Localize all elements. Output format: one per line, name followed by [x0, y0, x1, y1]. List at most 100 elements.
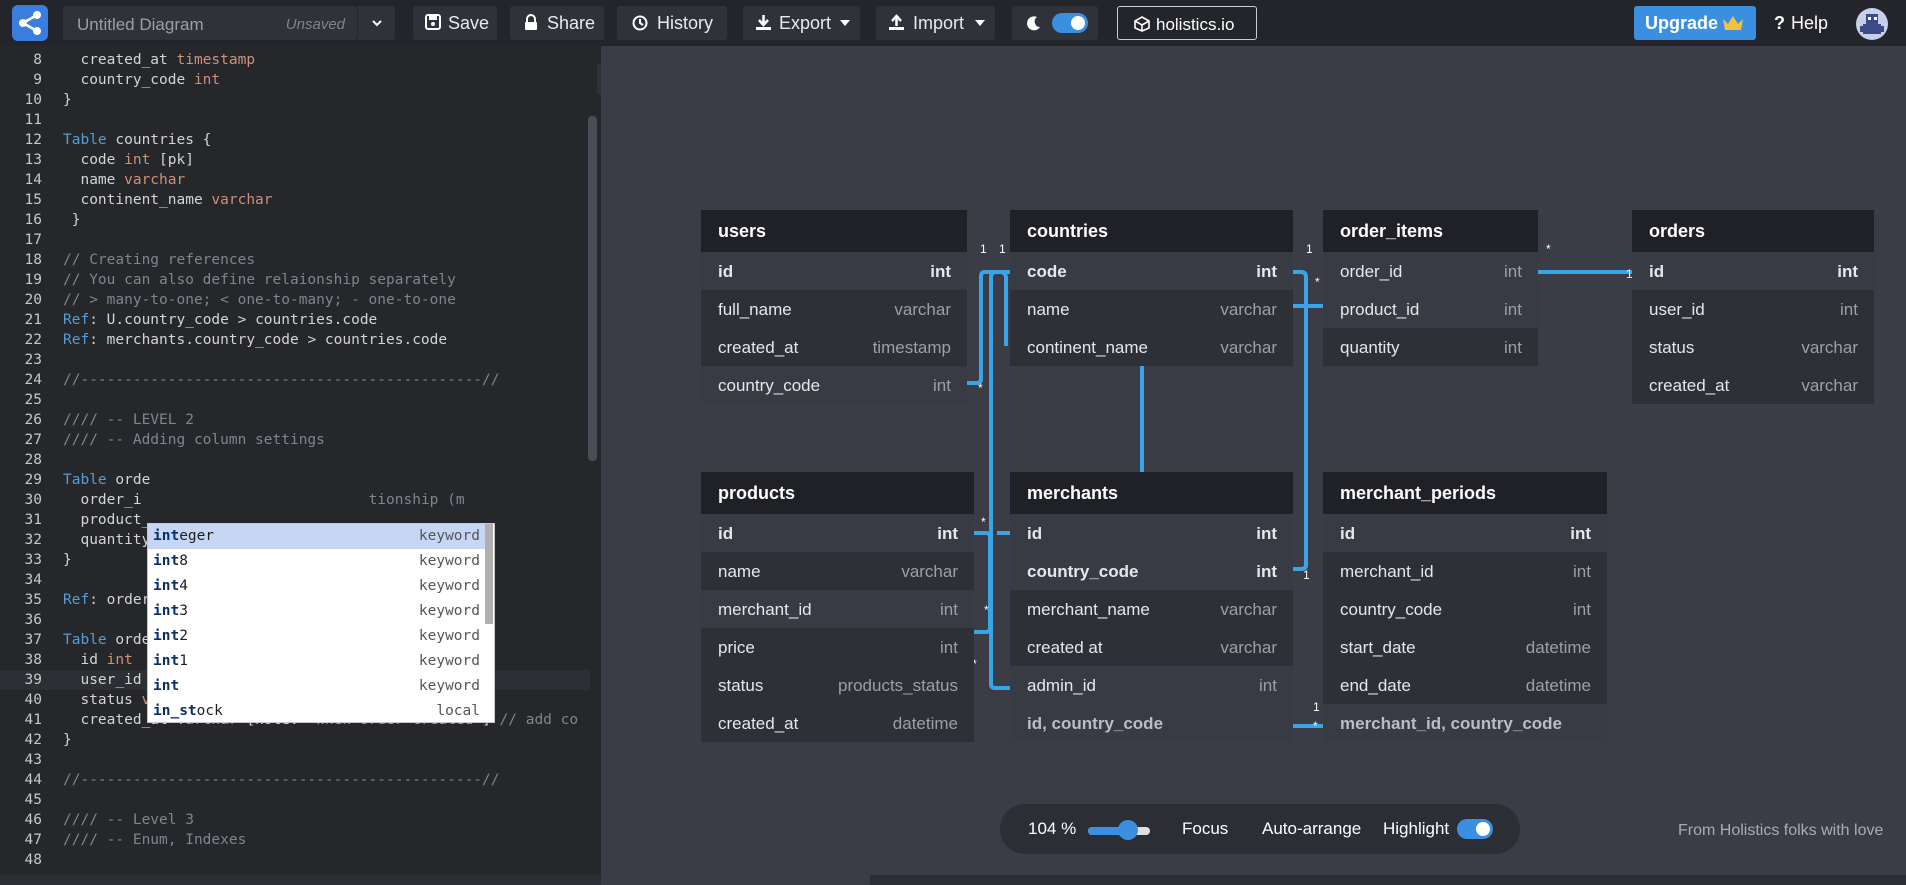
table-header[interactable]: order_items	[1323, 210, 1538, 252]
code-line[interactable]: 8 created_at timestamp	[0, 50, 590, 70]
code-line[interactable]: 14 name varchar	[0, 170, 590, 190]
table-header[interactable]: products	[701, 472, 974, 514]
code-line[interactable]: 18// Creating references	[0, 250, 590, 270]
code-line[interactable]: 38 id int	[0, 650, 590, 670]
code-line[interactable]: 25	[0, 390, 590, 410]
code-line[interactable]: 44//------------------------------------…	[0, 770, 590, 790]
code-line[interactable]: 36	[0, 610, 590, 630]
code-line[interactable]: 30 order_i tionship (m	[0, 490, 590, 510]
autocomplete-scrollbar[interactable]	[485, 524, 493, 624]
code-line[interactable]: 15 continent_name varchar	[0, 190, 590, 210]
table-header[interactable]: merchant_periods	[1323, 472, 1607, 514]
table-header[interactable]: orders	[1632, 210, 1874, 252]
code-line[interactable]: 23	[0, 350, 590, 370]
dark-mode-toggle[interactable]	[1012, 6, 1098, 40]
code-line[interactable]: 45	[0, 790, 590, 810]
code-line[interactable]: 34	[0, 570, 590, 590]
code-line[interactable]: 33}	[0, 550, 590, 570]
editor-horizontal-scrollbar[interactable]	[0, 875, 601, 885]
diagram-title-field[interactable]: Untitled Diagram Unsaved	[63, 6, 357, 40]
dark-mode-switch[interactable]	[1052, 13, 1088, 33]
code-line[interactable]: 47//// -- Enum, Indexes	[0, 830, 590, 850]
code-line[interactable]: 16 }	[0, 210, 590, 230]
auto-arrange-button[interactable]: Auto-arrange	[1262, 819, 1362, 838]
canvas-horizontal-scrollbar[interactable]	[870, 875, 1906, 885]
focus-button[interactable]: Focus	[1182, 819, 1229, 838]
app-logo[interactable]	[12, 5, 48, 41]
code-line[interactable]: 10}	[0, 90, 590, 110]
import-button[interactable]: Import	[876, 6, 995, 40]
history-button[interactable]: History	[617, 6, 727, 40]
code-line[interactable]: 20// > many-to-one; < one-to-many; - one…	[0, 290, 590, 310]
code-line[interactable]: 42}	[0, 730, 590, 750]
share-button[interactable]: Share	[510, 6, 604, 40]
table-field[interactable]: id, country_code	[1010, 704, 1293, 742]
code-line[interactable]: 48	[0, 850, 590, 870]
code-line[interactable]: 9 country_code int	[0, 70, 590, 90]
table-field[interactable]: merchant_id, country_code	[1323, 704, 1607, 742]
upgrade-button[interactable]: Upgrade	[1634, 6, 1756, 40]
save-button[interactable]: Save	[413, 6, 497, 40]
code-line[interactable]: 26//// -- LEVEL 2	[0, 410, 590, 430]
table-header[interactable]: users	[701, 210, 967, 252]
code-line[interactable]: 13 code int [pk]	[0, 150, 590, 170]
code-line[interactable]: 46//// -- Level 3	[0, 810, 590, 830]
editor-scrollbar[interactable]	[588, 116, 597, 461]
code-line[interactable]: 11	[0, 110, 590, 130]
code-line[interactable]: 32 quantity	[0, 530, 590, 550]
title-dropdown-button[interactable]	[357, 6, 395, 40]
export-button[interactable]: Export	[743, 6, 860, 40]
code-line[interactable]: 24//------------------------------------…	[0, 370, 590, 390]
code-line[interactable]: 27//// -- Adding column settings	[0, 430, 590, 450]
code-line[interactable]: 17	[0, 230, 590, 250]
avatar[interactable]	[1856, 8, 1888, 40]
code-line[interactable]: 31 product_	[0, 510, 590, 530]
code-line[interactable]: 43	[0, 750, 590, 770]
